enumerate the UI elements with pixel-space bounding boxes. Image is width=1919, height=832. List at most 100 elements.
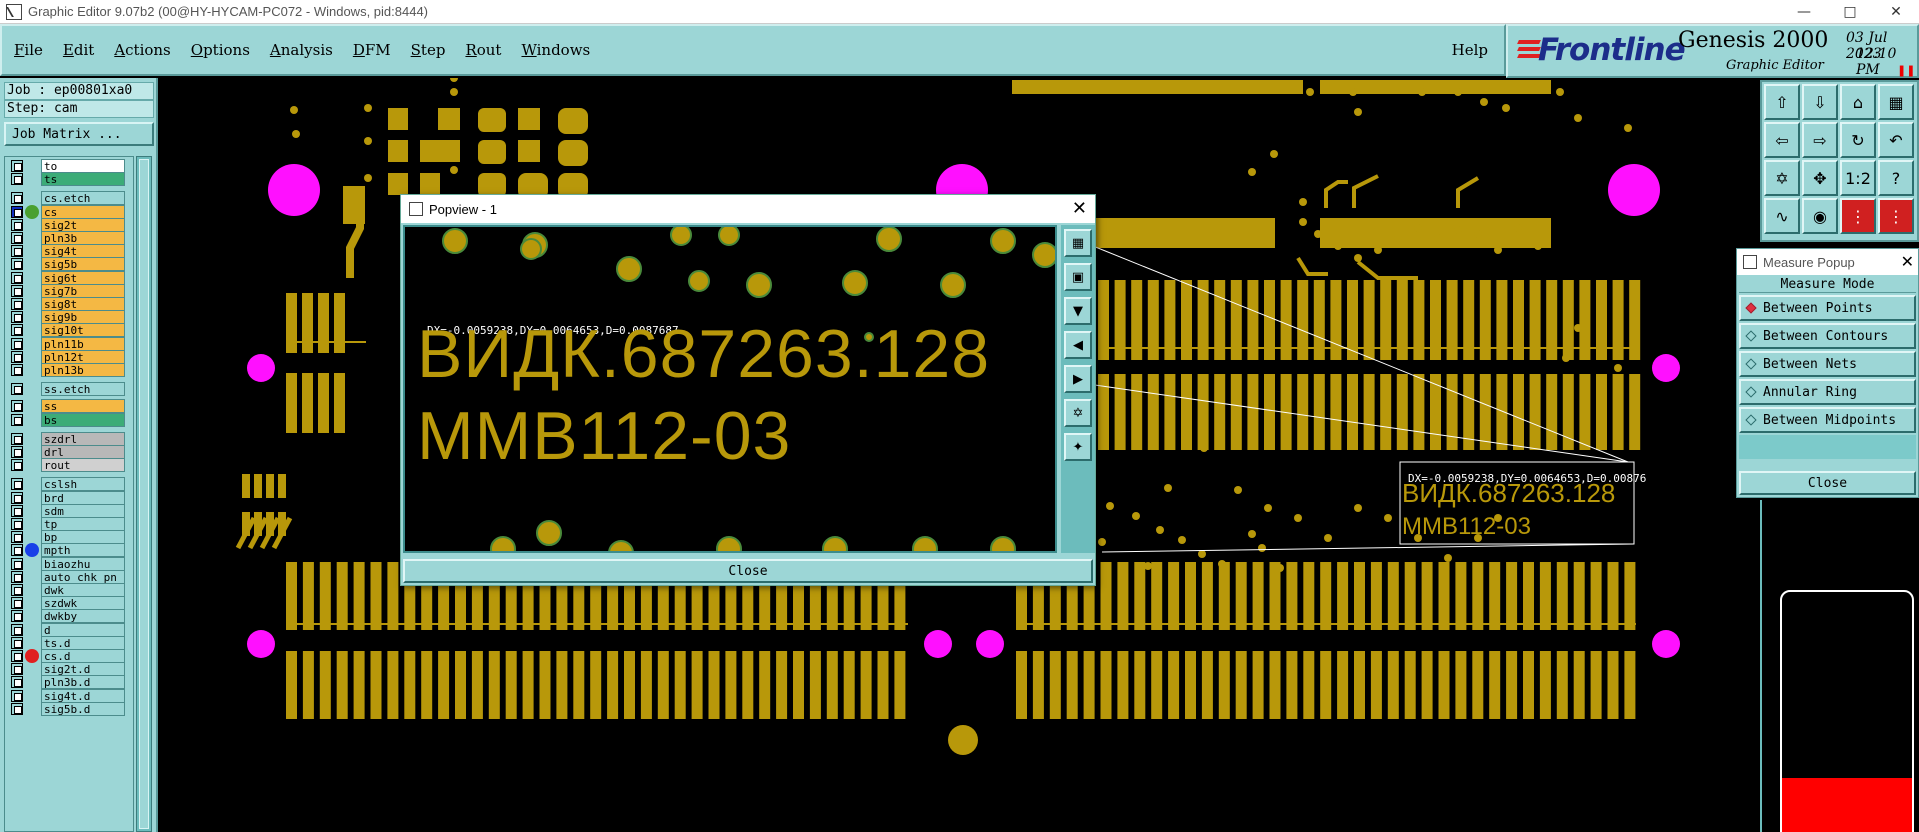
menu-edit[interactable]: Edit — [62, 41, 95, 59]
layer-row[interactable]: szdrl — [7, 431, 131, 446]
layer-name[interactable]: bs — [41, 412, 125, 427]
layer-checkbox[interactable] — [11, 504, 23, 517]
layer-row[interactable]: sig4t.d — [7, 688, 131, 703]
layer-name[interactable]: pln3b.d — [41, 675, 125, 690]
layer-row[interactable]: tp — [7, 517, 131, 531]
layer-name[interactable]: ts.d — [41, 635, 125, 650]
layer-name[interactable]: cs.d — [41, 649, 125, 663]
job-matrix-button[interactable]: Job Matrix ... — [4, 122, 154, 146]
popview-close-button[interactable]: Close — [403, 559, 1093, 583]
menu-dfm[interactable]: DFM — [352, 41, 391, 59]
zoom-out-icon[interactable]: ▣ — [1064, 263, 1092, 291]
layer-row[interactable]: ss — [7, 399, 131, 414]
layer-row[interactable]: sig8t — [7, 297, 131, 311]
layer-name[interactable]: dwk — [41, 583, 125, 597]
zoom-home-icon[interactable]: ⇧ — [1764, 84, 1800, 120]
layer-row[interactable]: dwk — [7, 583, 131, 597]
layer-name[interactable]: biaozhu — [41, 556, 125, 571]
layer-checkbox[interactable] — [11, 298, 23, 310]
layer-row[interactable]: sig5b — [7, 257, 131, 272]
layer-row[interactable]: biaozhu — [7, 556, 131, 571]
layer-row[interactable]: cs — [7, 204, 131, 219]
layer-name[interactable]: sig6t — [41, 270, 125, 285]
pan-down-icon[interactable]: ▼ — [1064, 297, 1092, 325]
layer-row[interactable]: pln12t — [7, 349, 131, 364]
layer-row[interactable]: bs — [7, 412, 131, 427]
layer-name[interactable]: ss — [41, 399, 125, 414]
measure-icon[interactable]: ∿ — [1764, 198, 1800, 234]
center-icon[interactable]: ✦ — [1064, 433, 1092, 461]
layer-row[interactable]: cs.etch — [7, 191, 131, 206]
zoom-in-icon[interactable]: ▦ — [1064, 229, 1092, 257]
layer-row[interactable]: sig2t.d — [7, 662, 131, 677]
layer-name[interactable]: sig2t.d — [41, 662, 125, 677]
layer-checkbox[interactable] — [11, 160, 23, 172]
layer-row[interactable]: szdwk — [7, 596, 131, 611]
scrollbar-thumb[interactable] — [139, 159, 149, 829]
layer-row[interactable]: sig10t — [7, 323, 131, 338]
maximize-icon[interactable]: □ — [1843, 4, 1857, 20]
fit-icon[interactable]: ✡ — [1064, 399, 1092, 427]
pan-right-icon[interactable]: ⇨ — [1802, 122, 1838, 158]
measure-popup-close-button[interactable]: Close — [1739, 471, 1916, 495]
minimize-icon[interactable]: — — [1797, 4, 1811, 20]
mode-between-contours[interactable]: Between Contours — [1739, 323, 1916, 349]
layer-row[interactable]: drl — [7, 445, 131, 459]
layer-checkbox[interactable] — [11, 232, 23, 244]
layer-name[interactable]: tp — [41, 517, 125, 531]
layer-name[interactable]: pln12t — [41, 349, 125, 364]
layer-name[interactable]: ss.etch — [41, 382, 125, 397]
layer-row[interactable]: sig5b.d — [7, 701, 131, 716]
layer-checkbox[interactable] — [11, 284, 23, 297]
layer-name[interactable]: ts — [41, 172, 125, 187]
layer-checkbox[interactable] — [11, 337, 23, 350]
layer-name[interactable]: sig9b — [41, 310, 125, 325]
layer-checkbox[interactable] — [11, 350, 23, 363]
help-icon[interactable]: ? — [1878, 160, 1914, 196]
grid-icon[interactable]: ▦ — [1878, 84, 1914, 120]
layer-checkbox[interactable] — [11, 311, 23, 324]
layer-name[interactable]: dwkby — [41, 609, 125, 624]
layer-row[interactable]: d — [7, 622, 131, 637]
layer-checkbox[interactable] — [11, 173, 23, 186]
layer-checkbox[interactable] — [11, 584, 23, 596]
layer-row[interactable]: pln3b.d — [7, 675, 131, 690]
layer-name[interactable]: sig5b — [41, 257, 125, 272]
mode-between-points[interactable]: Between Points — [1739, 295, 1916, 321]
layer-row[interactable]: sig6t — [7, 270, 131, 285]
layer-checkbox[interactable] — [11, 557, 23, 570]
layer-row[interactable]: bp — [7, 530, 131, 545]
layer-row[interactable]: to — [7, 159, 131, 173]
layer-checkbox[interactable] — [11, 597, 23, 610]
popview-close-icon[interactable]: ✕ — [1071, 198, 1087, 219]
layer-name[interactable]: sig8t — [41, 297, 125, 311]
menu-file[interactable]: File — [14, 41, 43, 59]
pan-left-icon[interactable]: ◀ — [1064, 331, 1092, 359]
layer-checkbox[interactable] — [11, 218, 23, 231]
zoom-fit-icon[interactable]: ✡ — [1764, 160, 1800, 196]
layer-checkbox[interactable] — [11, 258, 23, 271]
layer-checkbox[interactable] — [11, 531, 23, 544]
layer-row[interactable]: sig2t — [7, 217, 131, 232]
layer-name[interactable]: pln3b — [41, 231, 125, 245]
layer-name[interactable]: sig10t — [41, 323, 125, 338]
layer-name[interactable]: cs — [41, 204, 125, 219]
layer-name[interactable]: cslsh — [41, 477, 125, 492]
layer-row[interactable]: sdm — [7, 503, 131, 518]
scale-1-2-icon[interactable]: 1:2 — [1840, 160, 1876, 196]
layer-checkbox[interactable] — [11, 689, 23, 702]
layer-row[interactable]: rout — [7, 458, 131, 473]
menu-rout[interactable]: Rout — [465, 41, 502, 59]
layer-name[interactable]: pln11b — [41, 336, 125, 351]
layer-checkbox[interactable] — [11, 650, 23, 662]
layer-name[interactable]: sig4t — [41, 244, 125, 259]
layer-name[interactable]: brd — [41, 490, 125, 505]
mode-between-midpoints[interactable]: Between Midpoints — [1739, 407, 1916, 433]
layer-row[interactable]: dwkby — [7, 609, 131, 624]
popview-canvas[interactable]: DX=-0.0059238,DY=0.0064653,D=0.0087687 В… — [403, 225, 1057, 553]
layer-name[interactable]: cs.etch — [41, 191, 125, 206]
layer-checkbox[interactable] — [11, 245, 23, 258]
layer-name[interactable]: drl — [41, 445, 125, 459]
layer-checkbox[interactable] — [11, 623, 23, 636]
layer-checkbox[interactable] — [11, 400, 23, 413]
